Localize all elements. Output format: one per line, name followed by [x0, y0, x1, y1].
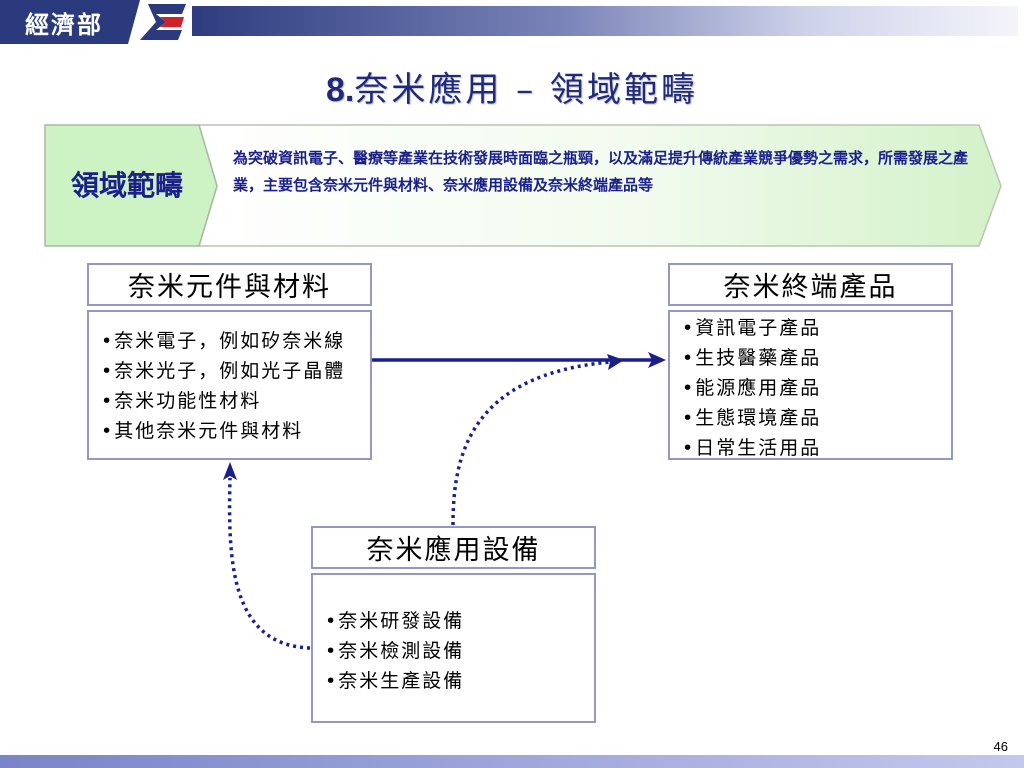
list-item: 奈米生產設備 [325, 666, 588, 696]
organization-logo: 經濟部 [0, 0, 128, 44]
equipment-list: 奈米研發設備 奈米檢測設備 奈米生產設備 [311, 573, 596, 723]
materials-box-title: 奈米元件與材料 [87, 263, 372, 306]
page-number: 46 [993, 739, 1008, 754]
list-item: 奈米電子，例如矽奈米線 [101, 326, 364, 356]
footer-gradient-bar [0, 755, 1024, 768]
arrow-right-icon [372, 352, 666, 368]
list-item: 能源應用產品 [682, 373, 945, 403]
banner-description: 為突破資訊電子、醫療等產業在技術發展時面臨之瓶頸，以及滿足提升傳統產業競爭優勢之… [233, 149, 969, 194]
terminal-products-list: 資訊電子產品 生技醫藥產品 能源應用產品 生態環境產品 日常生活用品 [668, 310, 953, 460]
terminal-products-box-title: 奈米終端產品 [668, 263, 953, 306]
scope-banner [44, 124, 1002, 247]
list-item: 其他奈米元件與材料 [101, 416, 364, 446]
slide-title: 8.奈米應用 – 領域範疇 [0, 62, 1024, 111]
list-item: 奈米檢測設備 [325, 636, 588, 666]
list-item: 日常生活用品 [682, 433, 945, 463]
moea-emblem-icon [126, 0, 190, 44]
list-item: 資訊電子產品 [682, 313, 945, 343]
title-number: 8. [326, 71, 355, 109]
list-item: 奈米功能性材料 [101, 386, 364, 416]
banner-label: 領域範疇 [70, 169, 183, 202]
list-item: 生態環境產品 [682, 403, 945, 433]
list-item: 奈米光子，例如光子晶體 [101, 356, 364, 386]
title-text: 奈米應用 – 領域範疇 [354, 70, 698, 110]
header-gradient-bar [192, 6, 1018, 36]
list-item: 奈米研發設備 [325, 606, 588, 636]
dotted-arrow-icon [451, 354, 624, 526]
materials-list: 奈米電子，例如矽奈米線 奈米光子，例如光子晶體 奈米功能性材料 其他奈米元件與材… [87, 310, 372, 460]
equipment-box-title: 奈米應用設備 [311, 526, 596, 569]
dotted-arrow-icon [223, 462, 311, 650]
list-item: 生技醫藥產品 [682, 343, 945, 373]
